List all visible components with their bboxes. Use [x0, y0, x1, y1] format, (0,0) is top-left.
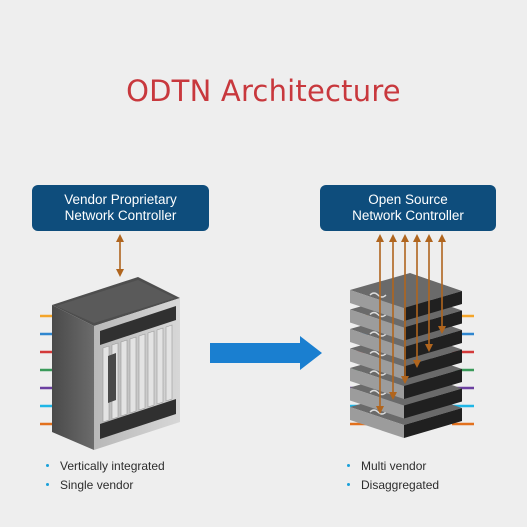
page-title: ODTN Architecture [126, 74, 401, 108]
right-feature-list: Multi vendor Disaggregated [346, 458, 439, 496]
box-side [404, 388, 462, 419]
list-item: Multi vendor [346, 458, 439, 477]
vendor-proprietary-controller-box: Vendor Proprietary Network Controller [32, 185, 209, 231]
transition-arrow [210, 336, 322, 370]
left-feature-list: Vertically integrated Single vendor [45, 458, 165, 496]
integrated-chassis-icon [52, 277, 180, 450]
controller-label-line2: Network Controller [352, 208, 464, 223]
list-item: Disaggregated [346, 477, 439, 496]
controller-arrows [376, 234, 446, 414]
box-side [404, 408, 462, 438]
box-front [350, 407, 404, 438]
list-item: Vertically integrated [45, 458, 165, 477]
open-source-controller-box: Open Source Network Controller [320, 185, 496, 231]
list-item: Single vendor [45, 477, 165, 496]
box-side [404, 369, 462, 399]
controller-label-line2: Network Controller [64, 208, 177, 223]
box-side [404, 349, 462, 380]
controller-label-line1: Open Source [368, 192, 448, 207]
controller-label-line1: Vendor Proprietary [64, 192, 177, 207]
disaggregated-box-stack [350, 273, 462, 438]
